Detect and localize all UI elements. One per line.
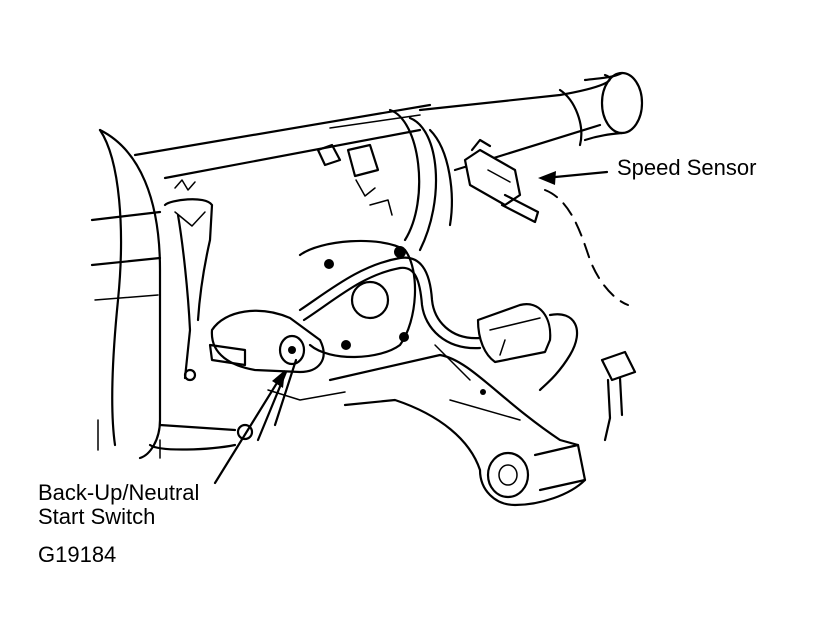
leader-lines	[213, 170, 609, 485]
wire-harness	[298, 246, 579, 395]
speed-sensor-wire	[544, 189, 629, 306]
case-brackets	[174, 143, 393, 216]
speed-sensor	[463, 138, 540, 224]
switch-assembly	[208, 239, 417, 442]
switch-label-line2: Start Switch	[38, 504, 156, 529]
speed-sensor-label: Speed Sensor	[617, 155, 757, 180]
filler-tube-bracket	[163, 198, 214, 382]
crossmember	[328, 344, 587, 507]
transmission-case	[90, 103, 432, 460]
figure-id: G19184	[38, 542, 117, 567]
switch-label-line1: Back-Up/Neutral	[38, 480, 200, 505]
loose-connector	[600, 350, 637, 442]
